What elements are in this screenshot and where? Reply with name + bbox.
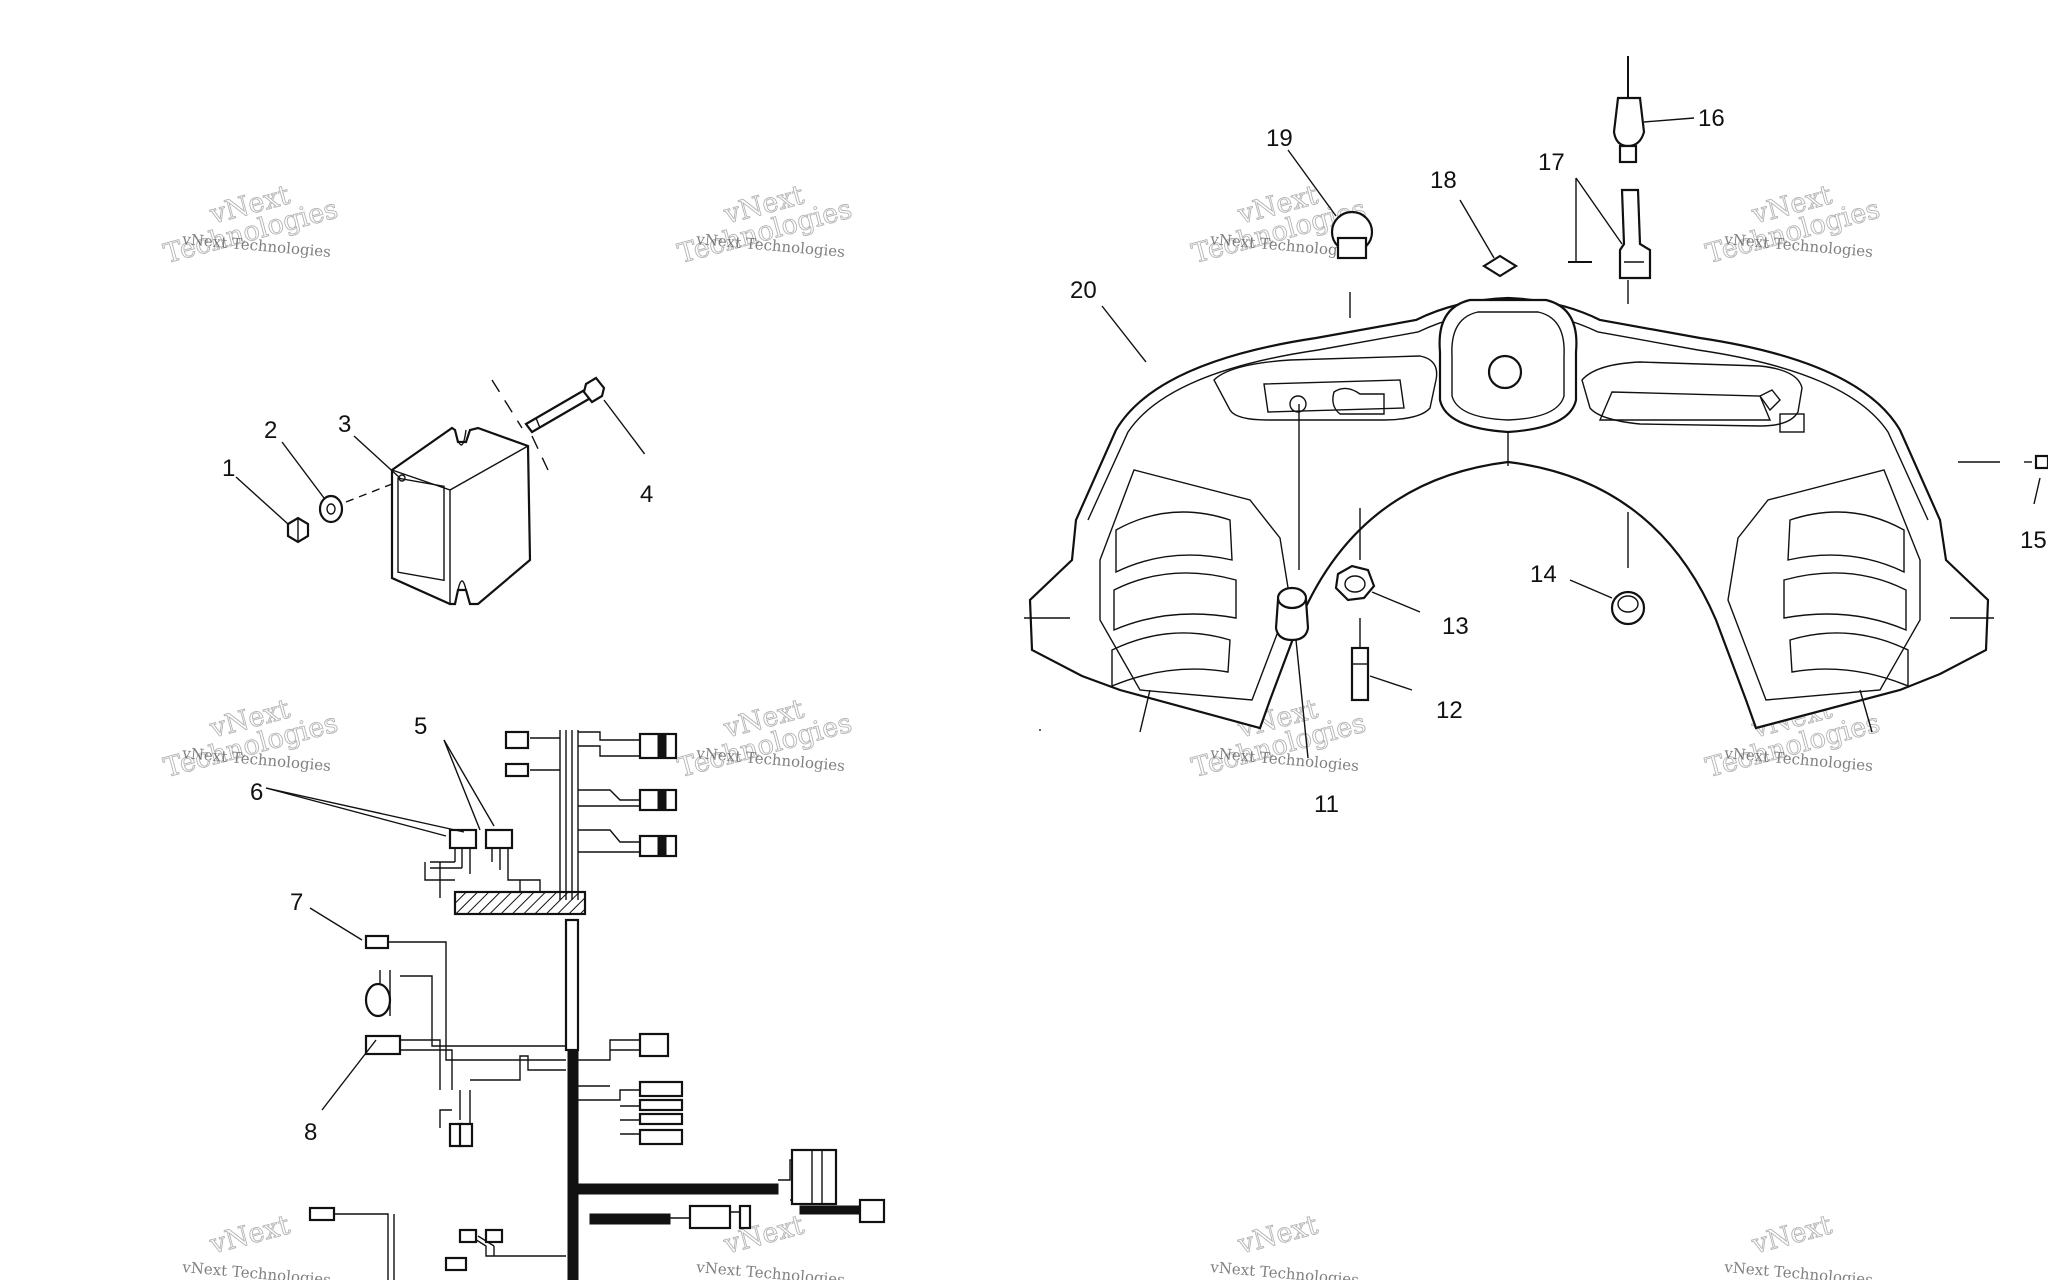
dashboard-assembly: 11 12 13 14 15 16 17 18 19 20 <box>1024 56 2048 818</box>
harness-right-branches <box>577 1032 886 1230</box>
callout-14: 14 <box>1530 561 1557 588</box>
svg-text:vNext: vNext <box>720 1210 807 1261</box>
leader-line <box>443 739 495 827</box>
leader-line <box>1569 579 1613 599</box>
leader-line <box>1575 177 1623 245</box>
leader-line <box>603 399 646 455</box>
leader-line <box>265 787 465 833</box>
lamp-pigtail-part <box>1612 56 1646 164</box>
callout-12: 12 <box>1436 697 1463 724</box>
harness-left-branches <box>308 934 566 1280</box>
watermark: vNext <box>205 1209 293 1261</box>
bolt-part <box>491 376 606 471</box>
callout-16: 16 <box>1698 105 1725 132</box>
callout-2: 2 <box>264 417 277 444</box>
module-assembly: 1 2 3 4 <box>222 376 653 606</box>
module-box-part <box>390 426 532 606</box>
leader-line <box>1459 199 1495 259</box>
callout-3: 3 <box>338 411 351 438</box>
washer-part <box>318 494 344 524</box>
callout-17: 17 <box>1538 149 1565 176</box>
svg-text:vNext: vNext <box>1234 1210 1321 1261</box>
bulb-part <box>1274 404 1310 642</box>
callout-8: 8 <box>304 1119 317 1146</box>
callout-19: 19 <box>1266 125 1293 152</box>
instrument-pod-part <box>1028 296 1990 730</box>
callout-6: 6 <box>250 779 263 806</box>
watermark: vNext <box>719 1209 807 1261</box>
leader-line <box>353 435 401 479</box>
callout-11: 11 <box>1314 791 1339 818</box>
gauge-hole <box>1487 354 1523 390</box>
harness-trunk <box>567 1049 579 1281</box>
leader-line <box>1369 675 1413 691</box>
callout-15: 15 <box>2020 527 2047 554</box>
leader-line <box>281 441 325 499</box>
svg-text:vNext: vNext <box>1748 1210 1835 1261</box>
harness-trunk-upper <box>564 918 580 1052</box>
leader-line <box>443 739 481 831</box>
watermark-text: vNext Technologies <box>695 1258 846 1280</box>
stray-dot <box>1039 729 1041 731</box>
callout-7: 7 <box>290 889 303 916</box>
leader-line <box>1287 149 1337 217</box>
leader-line <box>1643 117 1695 123</box>
watermark: vNext <box>1747 1209 1835 1261</box>
leader-line <box>1371 591 1421 613</box>
wiring-harness: 5 6 7 8 <box>250 713 886 1281</box>
socket-part <box>1350 618 1370 702</box>
callout-4: 4 <box>640 481 653 508</box>
leader-line <box>1101 305 1147 363</box>
svg-text:vNext: vNext <box>206 1210 293 1261</box>
leader-line <box>1295 639 1309 759</box>
nut-part <box>286 516 310 544</box>
callout-18: 18 <box>1430 167 1457 194</box>
callout-1: 1 <box>222 455 235 482</box>
watermark-text: vNext Technologies <box>1723 1258 1874 1280</box>
watermark: vNext <box>1233 1209 1321 1261</box>
leader-line <box>309 907 363 941</box>
harness-top-cluster <box>424 730 678 916</box>
callout-13: 13 <box>1442 613 1469 640</box>
switch-part <box>1568 188 1652 304</box>
leader-line <box>321 1039 377 1111</box>
leader-line <box>235 476 289 525</box>
connector-part <box>1958 454 2048 505</box>
callout-5: 5 <box>414 713 427 740</box>
leader-line <box>265 787 447 837</box>
knob-part <box>1330 210 1374 318</box>
watermark-text: vNext Technologies <box>1209 1258 1360 1280</box>
grommet-part <box>1610 512 1646 626</box>
callout-20: 20 <box>1070 277 1097 304</box>
axis-line <box>345 483 393 503</box>
watermark-text: vNext Technologies <box>181 1258 332 1280</box>
nut-part <box>1334 508 1376 602</box>
clip-part <box>1481 254 1519 278</box>
